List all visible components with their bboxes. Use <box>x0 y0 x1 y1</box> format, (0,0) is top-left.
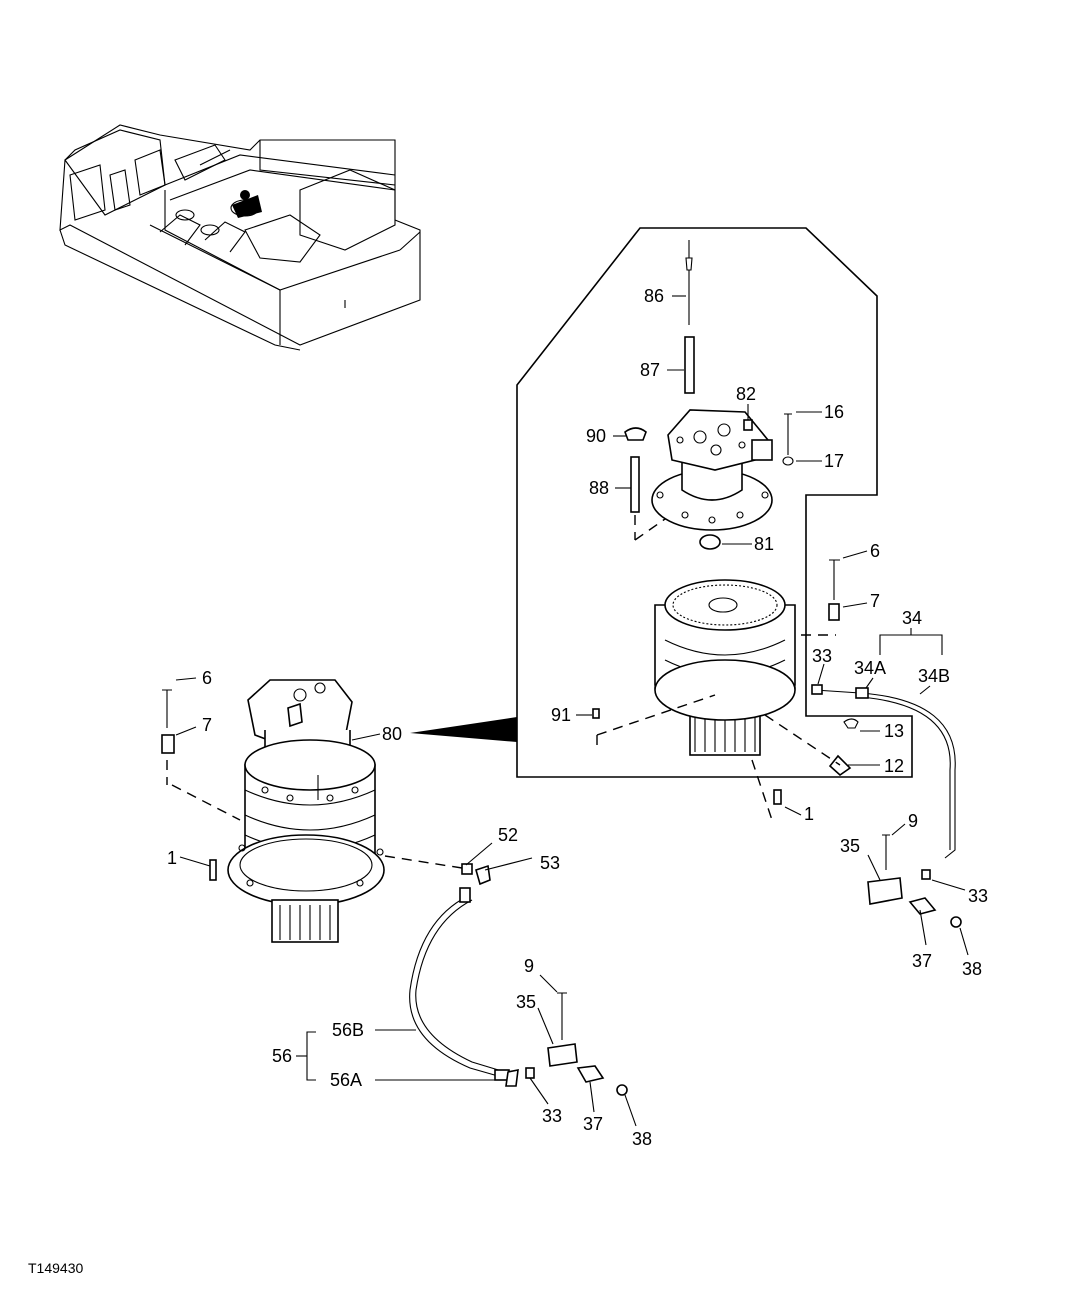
callout-90: 90 <box>586 426 606 446</box>
figure-id: T149430 <box>28 1260 83 1276</box>
swing-motor-assembly <box>161 679 491 943</box>
callout-56a: 56A <box>330 1070 362 1090</box>
callout-35-right: 35 <box>840 836 860 856</box>
callout-56: 56 <box>272 1046 292 1066</box>
callout-6: 6 <box>202 668 212 688</box>
callout-86: 86 <box>644 286 664 306</box>
callout-13: 13 <box>884 721 904 741</box>
callout-1-detail: 1 <box>804 804 814 824</box>
callout-7: 7 <box>202 715 212 735</box>
callout-16: 16 <box>824 402 844 422</box>
callout-37-lower: 37 <box>583 1114 603 1134</box>
callout-17: 17 <box>824 451 844 471</box>
callout-9-lower: 9 <box>524 956 534 976</box>
swing-motor-detail <box>592 240 859 821</box>
callout-6-detail: 6 <box>870 541 880 561</box>
hose-assembly-56 <box>409 887 628 1096</box>
callout-33-detail: 33 <box>812 646 832 666</box>
callout-33-lower: 33 <box>542 1106 562 1126</box>
callout-52: 52 <box>498 825 518 845</box>
callout-80: 80 <box>382 724 402 744</box>
callout-53: 53 <box>540 853 560 873</box>
excavator-locator-illustration <box>59 124 421 351</box>
callout-87: 87 <box>640 360 660 380</box>
callout-82: 82 <box>736 384 756 404</box>
callout-labels: 86 87 82 16 90 17 88 81 6 7 34 33 34A 34… <box>167 286 988 1149</box>
leader-lines <box>175 295 969 1127</box>
callout-12: 12 <box>884 756 904 776</box>
callout-7-detail: 7 <box>870 591 880 611</box>
callout-38-lower: 38 <box>632 1129 652 1149</box>
hose-assembly-34 <box>811 684 962 928</box>
callout-34a: 34A <box>854 658 886 678</box>
callout-88: 88 <box>589 478 609 498</box>
callout-34b: 34B <box>918 666 950 686</box>
callout-33-right: 33 <box>968 886 988 906</box>
callout-9-right: 9 <box>908 811 918 831</box>
callout-37-right: 37 <box>912 951 932 971</box>
detail-frame <box>516 227 913 778</box>
callout-35-lower: 35 <box>516 992 536 1012</box>
callout-34: 34 <box>902 608 922 628</box>
callout-81: 81 <box>754 534 774 554</box>
callout-38-right: 38 <box>962 959 982 979</box>
callout-56b: 56B <box>332 1020 364 1040</box>
callout-1: 1 <box>167 848 177 868</box>
callout-91: 91 <box>551 705 571 725</box>
detail-pointer-arrow <box>410 717 517 742</box>
